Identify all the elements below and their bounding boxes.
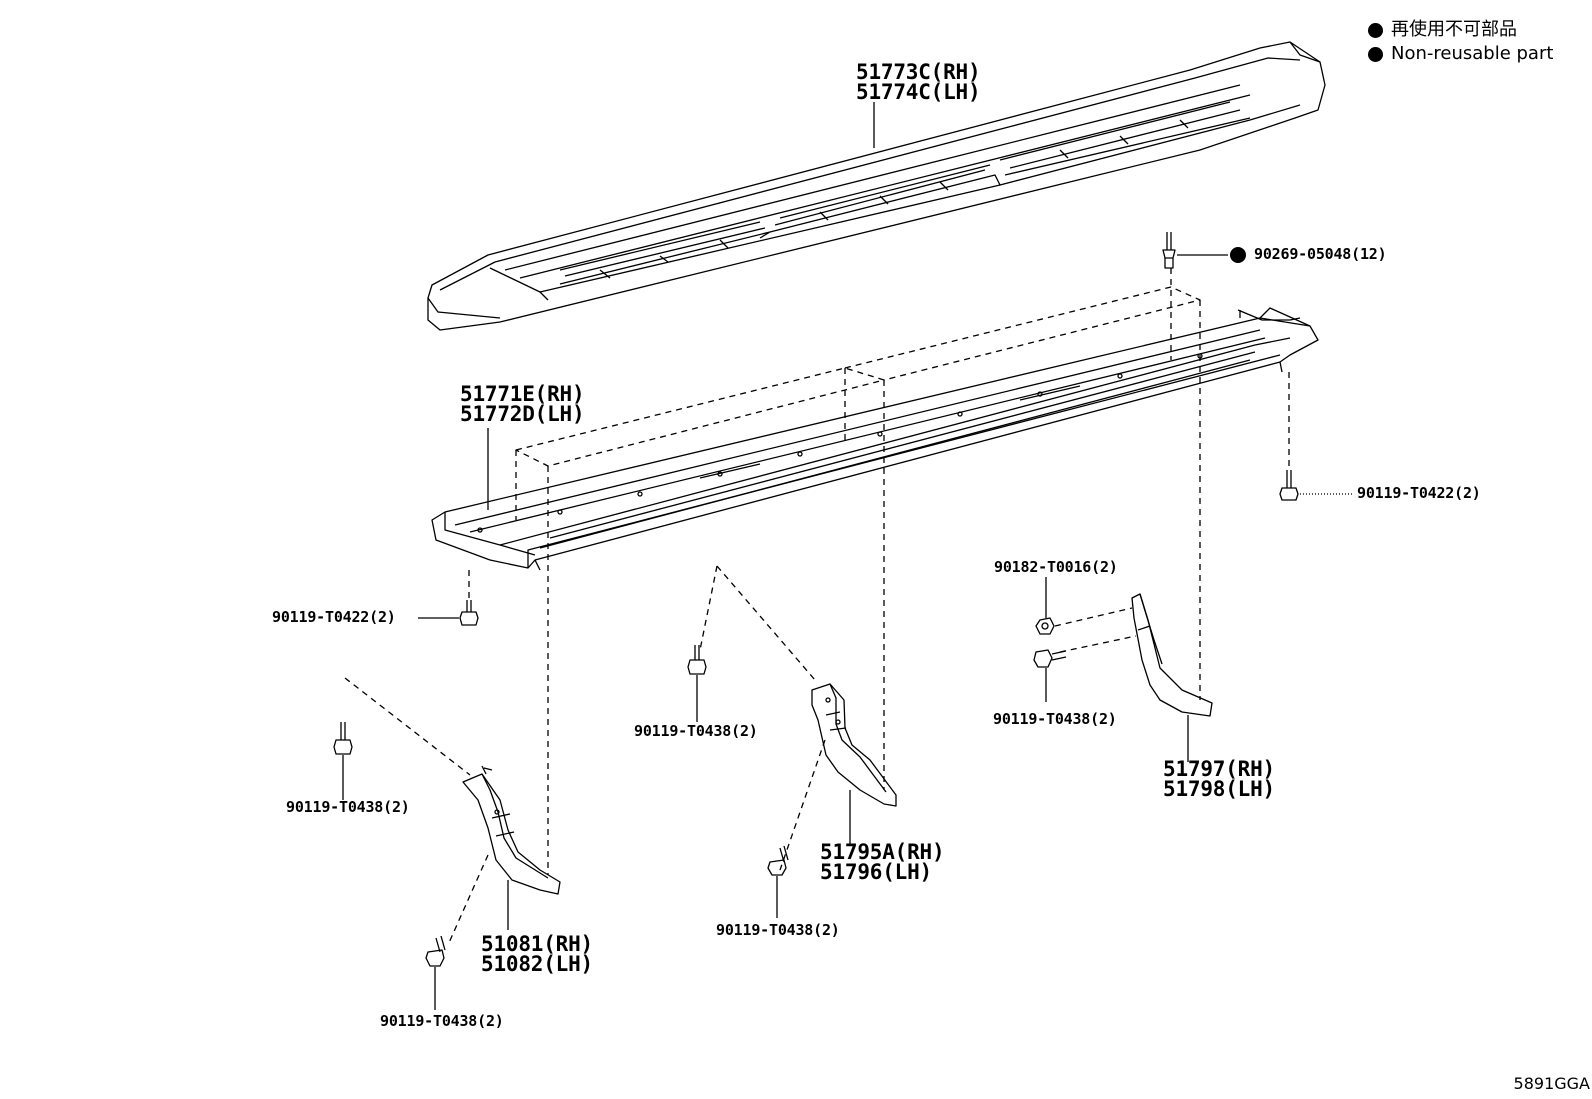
bracket-center-illustration xyxy=(811,683,897,807)
bracket-front-illustration xyxy=(462,765,561,895)
label-step-assembly-rh: 51771E(RH) xyxy=(460,382,585,406)
label-bolt-center-top: 90119-T0438(2) xyxy=(634,722,758,740)
dashed-guides xyxy=(344,268,1290,946)
label-bracket-rear-rh: 51797(RH) xyxy=(1163,757,1275,781)
label-bracket-center-lh: 51796(LH) xyxy=(820,860,932,884)
step-assembly-illustration xyxy=(431,307,1319,571)
legend-en: Non-reusable part xyxy=(1391,43,1554,64)
label-bracket-rear-lh: 51798(LH) xyxy=(1163,777,1275,801)
clip-illustration xyxy=(1162,232,1176,269)
label-bracket-front-lh: 51082(LH) xyxy=(481,952,593,976)
legend: 再使用不可部品 Non-reusable part xyxy=(1368,18,1553,66)
bolt-front-bottom-illustration xyxy=(425,935,446,967)
non-reusable-icon xyxy=(1230,247,1246,263)
label-bolt-bracket-rear: 90119-T0438(2) xyxy=(993,710,1117,728)
label-clip: 90269-05048(12) xyxy=(1254,245,1387,263)
label-bracket-center: 51795A(RH) 51796(LH) xyxy=(820,840,945,884)
bolt-bracket-rear-illustration xyxy=(1033,649,1067,668)
label-step-assembly: 51771E(RH) 51772D(LH) xyxy=(460,382,585,426)
step-cover-illustration xyxy=(427,41,1326,331)
label-bracket-center-rh: 51795A(RH) xyxy=(820,840,945,864)
label-bracket-rear: 51797(RH) 51798(LH) xyxy=(1163,757,1275,801)
label-bolt-center-bottom: 90119-T0438(2) xyxy=(716,921,840,939)
label-nut: 90182-T0016(2) xyxy=(994,558,1118,576)
label-step-cover-lh: 51774C(LH) xyxy=(856,80,981,104)
label-step-cover: 51773C(RH) 51774C(LH) xyxy=(856,60,981,104)
label-step-assembly-lh: 51772D(LH) xyxy=(460,402,585,426)
bolt-center-top-illustration xyxy=(687,645,707,675)
bullet-icon xyxy=(1368,46,1383,62)
legend-jp: 再使用不可部品 xyxy=(1391,19,1517,40)
bolt-center-bottom-illustration xyxy=(767,845,789,876)
label-bolt-front-bottom: 90119-T0438(2) xyxy=(380,1012,504,1030)
bolt-right-illustration xyxy=(1279,470,1299,501)
bracket-rear-illustration xyxy=(1131,593,1213,717)
label-step-cover-rh: 51773C(RH) xyxy=(856,60,981,84)
nut-illustration xyxy=(1035,617,1055,635)
label-bolt-left: 90119-T0422(2) xyxy=(272,608,396,626)
bullet-icon xyxy=(1368,22,1383,38)
label-bolt-front-top: 90119-T0438(2) xyxy=(286,798,410,816)
figure-code: 5891GGA xyxy=(1513,1074,1590,1093)
bolt-front-top-illustration xyxy=(333,722,353,755)
label-bracket-front: 51081(RH) 51082(LH) xyxy=(481,932,593,976)
bolt-left-illustration xyxy=(459,600,479,626)
label-bolt-right: 90119-T0422(2) xyxy=(1357,484,1481,502)
label-bracket-front-rh: 51081(RH) xyxy=(481,932,593,956)
